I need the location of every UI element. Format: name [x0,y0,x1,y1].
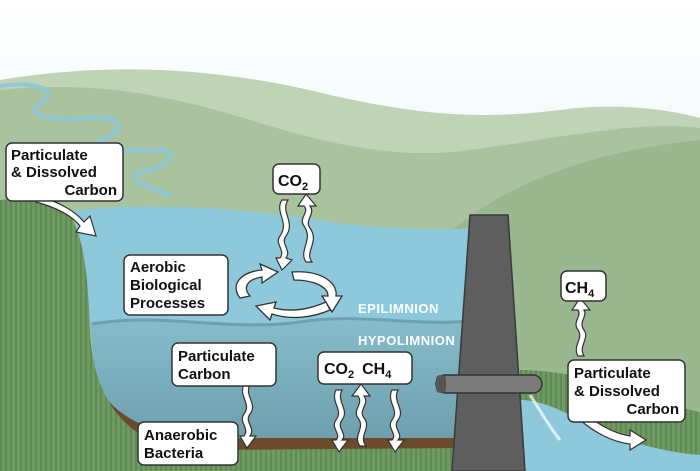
co2-surface-label: CO2 [272,163,321,195]
svg-text:Anaerobic: Anaerobic [144,427,217,444]
inflow-arrow [35,195,97,237]
particulate-settling-arrow [238,383,258,450]
svg-text:Aerobic: Aerobic [130,259,186,276]
svg-text:Particulate: Particulate [574,365,651,382]
left-bank [0,198,220,471]
inflow-carbon-label: Particulate & Dissolved Carbon [5,142,124,202]
particulate-carbon-label: Particulate Carbon [171,342,277,387]
svg-text:Particulate: Particulate [178,348,255,365]
aerobic-cycle-arrows [235,262,344,322]
svg-text:Carbon: Carbon [178,366,231,383]
ch4-release-arrow [570,296,592,357]
ch4-downstream-label: CH4 [560,270,607,302]
inflow-stream [0,82,173,197]
svg-text:Biological: Biological [130,277,202,294]
svg-text:Bacteria: Bacteria [144,445,204,462]
svg-text:Carbon: Carbon [627,401,680,418]
outlet-pipe-cap [436,375,446,393]
bottom-bank [200,448,470,471]
svg-text:Carbon: Carbon [65,182,118,199]
svg-text:& Dissolved: & Dissolved [574,383,660,400]
epilimnion-label: EPILIMNION [358,301,439,316]
outflow-arrow [579,413,648,452]
svg-text:Processes: Processes [130,295,205,312]
anaerobic-bacteria-label: Anaerobic Bacteria [137,421,239,466]
spillway-foam [528,394,562,441]
thermocline [91,317,479,327]
svg-text:& Dissolved: & Dissolved [11,164,97,181]
svg-text:CH4: CH4 [565,280,595,300]
svg-text:Particulate: Particulate [11,147,88,164]
outflow-carbon-label: Particulate & Dissolved Carbon [567,359,686,423]
outlet-pipe [435,374,543,394]
sediment-gas-arrows [330,383,406,454]
co2-exchange-arrows [275,192,318,272]
svg-text:CO2: CO2 [278,173,308,193]
aerobic-processes-label: Aerobic Biological Processes [123,254,229,316]
hypolimnion-label: HYPOLIMNION [358,333,455,348]
sediment-layer [88,380,480,452]
